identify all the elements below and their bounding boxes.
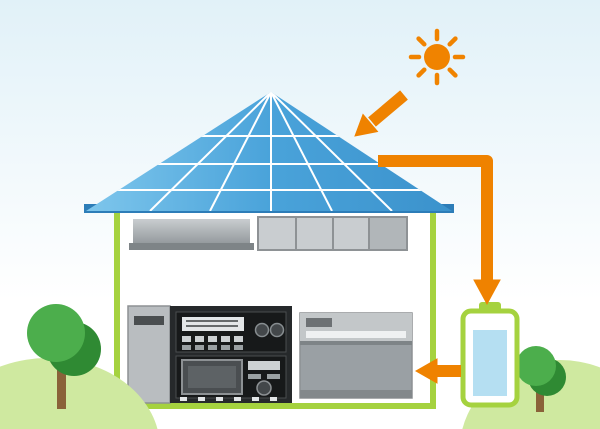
cabinet-vent — [134, 316, 164, 325]
tree-right — [516, 346, 566, 412]
panel-button — [221, 336, 230, 342]
microwave-glass — [188, 366, 236, 388]
tree-left — [27, 304, 101, 409]
panel-grid-line — [270, 92, 393, 211]
tree-left-foliage — [27, 304, 85, 362]
dishwasher-vent — [306, 318, 332, 327]
control-display — [182, 317, 244, 331]
range-hood — [129, 219, 254, 250]
button-row-bottom — [182, 345, 243, 350]
arrow-head — [414, 358, 438, 384]
tree-left-trunk — [57, 365, 66, 409]
arrow-roof-to-battery — [378, 155, 501, 306]
panel-grid-line — [270, 92, 333, 211]
house — [84, 92, 454, 409]
display-lines — [186, 320, 238, 327]
strip-button — [252, 397, 259, 401]
panel-grid-line — [209, 92, 272, 211]
microwave-button — [267, 374, 280, 379]
range-hood-lip — [129, 243, 254, 250]
panel-button — [182, 336, 191, 342]
strip-button — [180, 397, 187, 401]
panel-button — [182, 345, 191, 350]
strip-button — [216, 397, 223, 401]
bush-left — [0, 358, 158, 429]
kitchen-unit — [127, 305, 292, 404]
tree-right-trunk — [536, 386, 544, 412]
sun-icon — [408, 28, 466, 86]
range-hood-body — [133, 219, 250, 246]
battery — [460, 302, 520, 408]
panel-knob — [269, 322, 285, 338]
panel-knob — [254, 322, 270, 338]
battery-charge — [473, 330, 507, 396]
panel-button — [208, 336, 217, 342]
panel-button — [221, 345, 230, 350]
arrow-sun-to-roof — [354, 90, 408, 137]
dishwasher-groove — [300, 341, 412, 345]
window-pane-dark — [370, 218, 406, 249]
dishwasher — [299, 312, 413, 399]
sun-ray — [416, 36, 427, 47]
sun-core — [424, 44, 450, 70]
panel-button — [195, 336, 204, 342]
panel-button — [195, 345, 204, 350]
tree-right-foliage — [516, 346, 556, 386]
button-strip — [180, 397, 277, 401]
microwave-display — [248, 361, 280, 370]
arrow-head — [473, 279, 501, 306]
arrow-shaft — [378, 155, 493, 282]
dishwasher-kick — [300, 390, 412, 398]
strip-button — [198, 397, 205, 401]
panel-grid-line — [149, 92, 272, 211]
arrow-battery-to-house — [414, 358, 461, 384]
arrow-shaft — [368, 90, 408, 127]
strip-button — [270, 397, 277, 401]
button-row-top — [182, 336, 243, 342]
sun-ray — [416, 67, 427, 78]
microwave-dial — [256, 380, 272, 396]
panel-button — [208, 345, 217, 350]
sun-ray — [447, 36, 458, 47]
panel-button — [234, 345, 243, 350]
roof — [84, 92, 454, 213]
strip-button — [234, 397, 241, 401]
microwave-button — [248, 374, 261, 379]
arrow-head — [354, 113, 379, 137]
window-dividers — [295, 217, 370, 250]
sun-rays — [408, 28, 466, 86]
panel-button — [234, 336, 243, 342]
second-floor-windows — [257, 216, 408, 251]
sun-ray — [447, 67, 458, 78]
dishwasher-slot — [306, 331, 406, 338]
